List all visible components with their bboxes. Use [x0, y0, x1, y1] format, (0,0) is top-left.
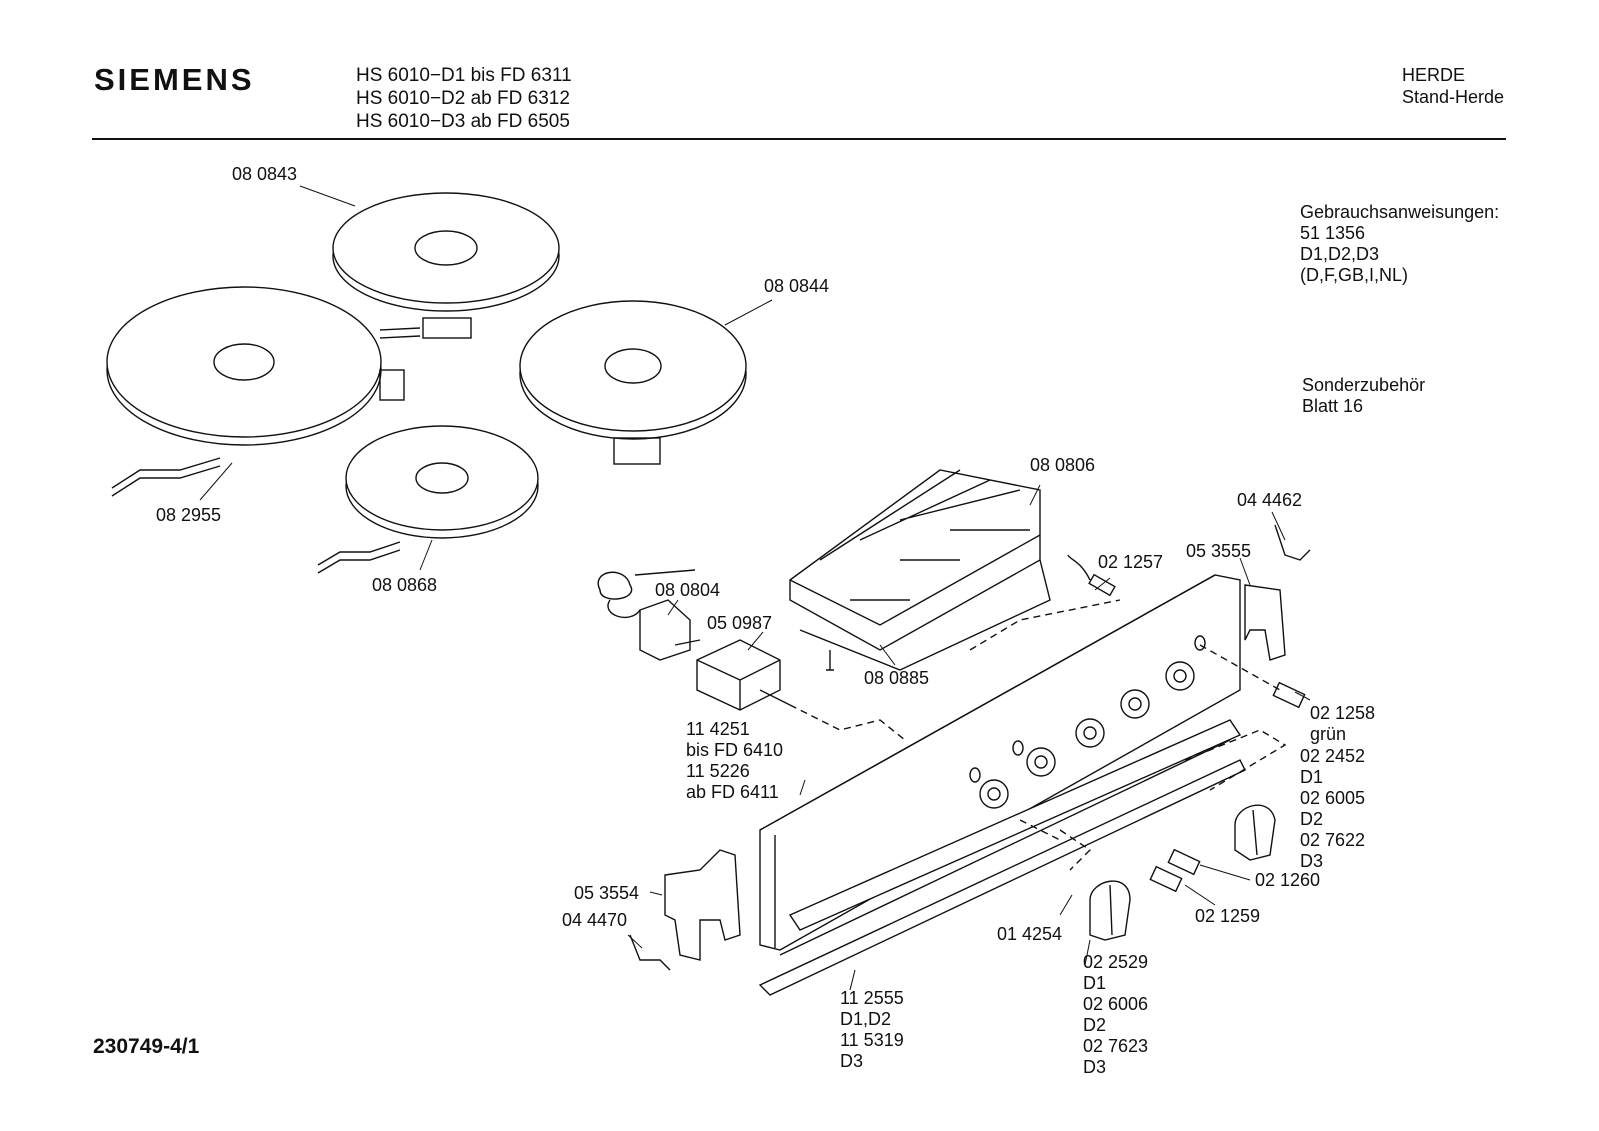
control-knob-large [1089, 880, 1131, 941]
part-label: 08 0804 [655, 580, 720, 601]
part-label: 08 2955 [156, 505, 221, 526]
part-number: 11 4251 [686, 719, 750, 739]
part-number: 02 2529 [1083, 952, 1149, 972]
part-label: 08 0843 [232, 164, 297, 185]
part-label: 02 1260 [1255, 870, 1320, 891]
model-list: HS 6010−D1 bis FD 6311 HS 6010−D2 ab FD … [356, 64, 572, 133]
part-label: 02 1258 grün [1310, 703, 1375, 745]
part-note: D3 [1300, 851, 1324, 871]
part-number: 05 0987 [707, 613, 773, 633]
part-note: D3 [840, 1051, 864, 1071]
part-label: 05 0987 [707, 613, 772, 634]
part-note: grün [1310, 724, 1347, 744]
part-number: 08 0885 [864, 668, 930, 688]
part-label: 02 2529 D1 02 6006 D2 02 7623 D3 [1083, 952, 1148, 1078]
manuals-variants: D1,D2,D3 [1300, 244, 1380, 264]
part-number: 02 2452 [1300, 746, 1366, 766]
part-number: 08 0804 [655, 580, 721, 600]
hotplate-large-left [106, 286, 405, 497]
part-number: 02 7623 [1083, 1036, 1149, 1056]
part-label: 08 0806 [1030, 455, 1095, 476]
accessories-note: Sonderzubehör Blatt 16 [1302, 375, 1425, 417]
model-line: HS 6010−D1 bis FD 6311 [356, 65, 572, 86]
category-title: HERDE [1402, 65, 1466, 85]
part-number: 05 3555 [1186, 541, 1252, 561]
control-panel [759, 574, 1241, 951]
part-number: 05 3554 [574, 883, 640, 903]
manuals-languages: (D,F,GB,I,NL) [1300, 265, 1409, 285]
part-label: 11 4251 bis FD 6410 11 5226 ab FD 6411 [686, 719, 783, 803]
thermostat [597, 569, 701, 661]
part-label: 11 2555 D1,D2 11 5319 D3 [840, 988, 904, 1072]
part-label: 08 0885 [864, 668, 929, 689]
part-note: D2 [1300, 809, 1324, 829]
category-subtitle: Stand-Herde [1402, 87, 1505, 107]
part-note: D3 [1083, 1057, 1107, 1077]
manuals-title: Gebrauchsanweisungen: [1300, 202, 1500, 222]
part-label: 02 1257 [1098, 552, 1163, 573]
part-number: 08 0843 [232, 164, 298, 184]
part-label: 04 4462 [1237, 490, 1302, 511]
part-label: 01 4254 [997, 924, 1062, 945]
part-label: 05 3555 [1186, 541, 1251, 562]
part-label: 08 0844 [764, 276, 829, 297]
manuals-number: 51 1356 [1300, 223, 1366, 243]
part-number: 04 4462 [1237, 490, 1303, 510]
accessories-ref: Blatt 16 [1302, 396, 1364, 416]
bracket-right [1244, 584, 1286, 661]
terminal-block [696, 639, 791, 711]
part-number: 11 2555 [840, 988, 904, 1008]
part-number: 11 5226 [686, 761, 750, 781]
part-number: 02 7622 [1300, 830, 1366, 850]
control-knob-right [1234, 804, 1276, 861]
hotplate-small-front [317, 425, 539, 574]
part-label: 04 4470 [562, 910, 627, 931]
part-number: 08 0844 [764, 276, 830, 296]
part-number: 02 1259 [1195, 906, 1261, 926]
part-label: 02 1259 [1195, 906, 1260, 927]
leader-lines [199, 185, 1311, 991]
part-note: D2 [1083, 1015, 1107, 1035]
spring-clip-right [1274, 524, 1311, 561]
part-number: 04 4470 [562, 910, 628, 930]
part-number: 02 1257 [1098, 552, 1164, 572]
part-number: 08 2955 [156, 505, 222, 525]
part-number: 02 1260 [1255, 870, 1321, 890]
part-number: 11 5319 [840, 1030, 904, 1050]
manuals-note: Gebrauchsanweisungen: 51 1356 D1,D2,D3 (… [1300, 202, 1499, 286]
part-label: 02 2452 D1 02 6005 D2 02 7622 D3 [1300, 746, 1365, 872]
assembly-dashed-lines [789, 599, 1287, 871]
part-note: D1 [1300, 767, 1324, 787]
document-id: 230749-4/1 [93, 1035, 200, 1058]
part-note: D1 [1083, 973, 1107, 993]
part-number: 08 0806 [1030, 455, 1096, 475]
part-number: 02 1258 [1310, 703, 1376, 723]
bracket-left [664, 849, 741, 961]
hotplate-small-rear [332, 192, 560, 339]
part-label: 08 0868 [372, 575, 437, 596]
part-number: 02 6006 [1083, 994, 1149, 1014]
part-note: D1,D2 [840, 1009, 892, 1029]
accessories-title: Sonderzubehör [1302, 375, 1426, 395]
panel-rails [758, 719, 1246, 996]
part-note: ab FD 6411 [686, 782, 779, 802]
brand-logo: SIEMENS [94, 62, 255, 97]
spring-clip-left [629, 934, 671, 971]
part-note: bis FD 6410 [686, 740, 784, 760]
part-number: 01 4254 [997, 924, 1063, 944]
hotplate-right [519, 300, 747, 465]
part-number: 02 6005 [1300, 788, 1366, 808]
header-divider [92, 138, 1506, 140]
model-line: HS 6010−D2 ab FD 6312 [356, 88, 570, 109]
part-label: 05 3554 [574, 883, 639, 904]
part-number: 08 0868 [372, 575, 438, 595]
indicator-lamps [1067, 554, 1306, 893]
switch-block [789, 469, 1051, 671]
model-line: HS 6010−D3 ab FD 6505 [356, 111, 570, 132]
category: HERDE Stand-Herde [1402, 64, 1504, 108]
